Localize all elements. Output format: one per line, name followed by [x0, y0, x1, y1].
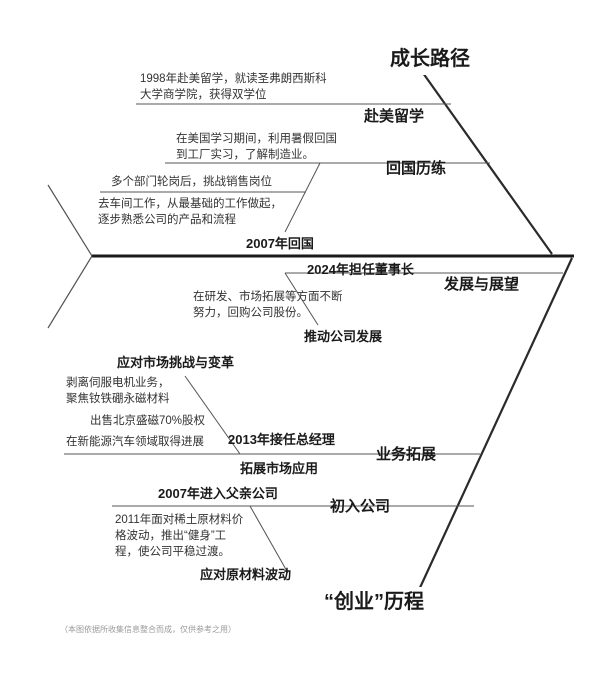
note-divest-1: 剥离伺服电机业务，: [66, 377, 170, 389]
note-joining-3: 程，使公司平稳过渡。: [115, 546, 230, 558]
label-raw-material: 应对原材料波动: [200, 567, 292, 582]
rib-joining-sub-diagonal: [249, 505, 289, 574]
label-2024-chairman: 2024年担任董事长: [307, 262, 414, 277]
note-study-abroad-1: 1998年赴美留学，就读圣弗朗西斯科: [140, 73, 327, 85]
label-expand-market: 拓展市场应用: [240, 461, 319, 476]
note-return-a-1: 在美国学习期间，利用暑假回国: [176, 133, 337, 145]
label-business-expansion: 业务拓展: [376, 446, 437, 463]
rib-development-sub-diagonal: [284, 272, 319, 326]
rib-challenge-diagonal: [184, 375, 241, 455]
footnote: （本图依据所收集信息整合而成，仅供参考之用）: [60, 625, 236, 634]
note-joining-2: 格波动，推出“健身”工: [115, 530, 227, 542]
label-2013-gm: 2013年接任总经理: [228, 432, 335, 447]
note-study-abroad-2: 大学商学院，获得双学位: [140, 89, 267, 101]
note-joining-1: 2011年面对稀土原材料价: [115, 514, 244, 526]
rib-return-sub-diagonal: [284, 162, 321, 233]
label-drive-development: 推动公司发展: [304, 329, 383, 344]
note-sell-stake: 出售北京盛磁70%股权: [90, 415, 206, 427]
label-market-challenge: 应对市场挑战与变革: [117, 355, 235, 370]
note-development-1: 在研发、市场拓展等方面不断: [193, 291, 343, 303]
label-return-training: 回国历练: [386, 160, 447, 177]
label-development: 发展与展望: [444, 276, 520, 293]
note-career-rotation: 多个部门轮岗后，挑战销售岗位: [111, 176, 272, 188]
title-growth-path: 成长路径: [384, 44, 476, 75]
label-2007-return: 2007年回国: [246, 236, 314, 251]
label-2007-join: 2007年进入父亲公司: [158, 486, 278, 501]
note-return-a-2: 到工厂实习，了解制造业。: [176, 149, 314, 161]
fish-tail: [47, 184, 93, 329]
note-workshop-2: 逐步熟悉公司的产品和流程: [98, 214, 236, 226]
upper-main-branch: [417, 65, 553, 255]
label-joining: 初入公司: [330, 498, 391, 515]
label-study-abroad: 赴美留学: [364, 108, 425, 125]
note-development-2: 努力，回购公司股份。: [193, 307, 308, 319]
note-workshop-1: 去车间工作，从最基础的工作做起，: [98, 198, 282, 210]
note-divest-2: 聚焦钕铁硼永磁材料: [66, 393, 170, 405]
note-new-energy: 在新能源汽车领域取得进展: [66, 436, 204, 448]
lower-main-branch: [417, 257, 573, 593]
title-venture-history: “创业”历程: [318, 587, 430, 618]
